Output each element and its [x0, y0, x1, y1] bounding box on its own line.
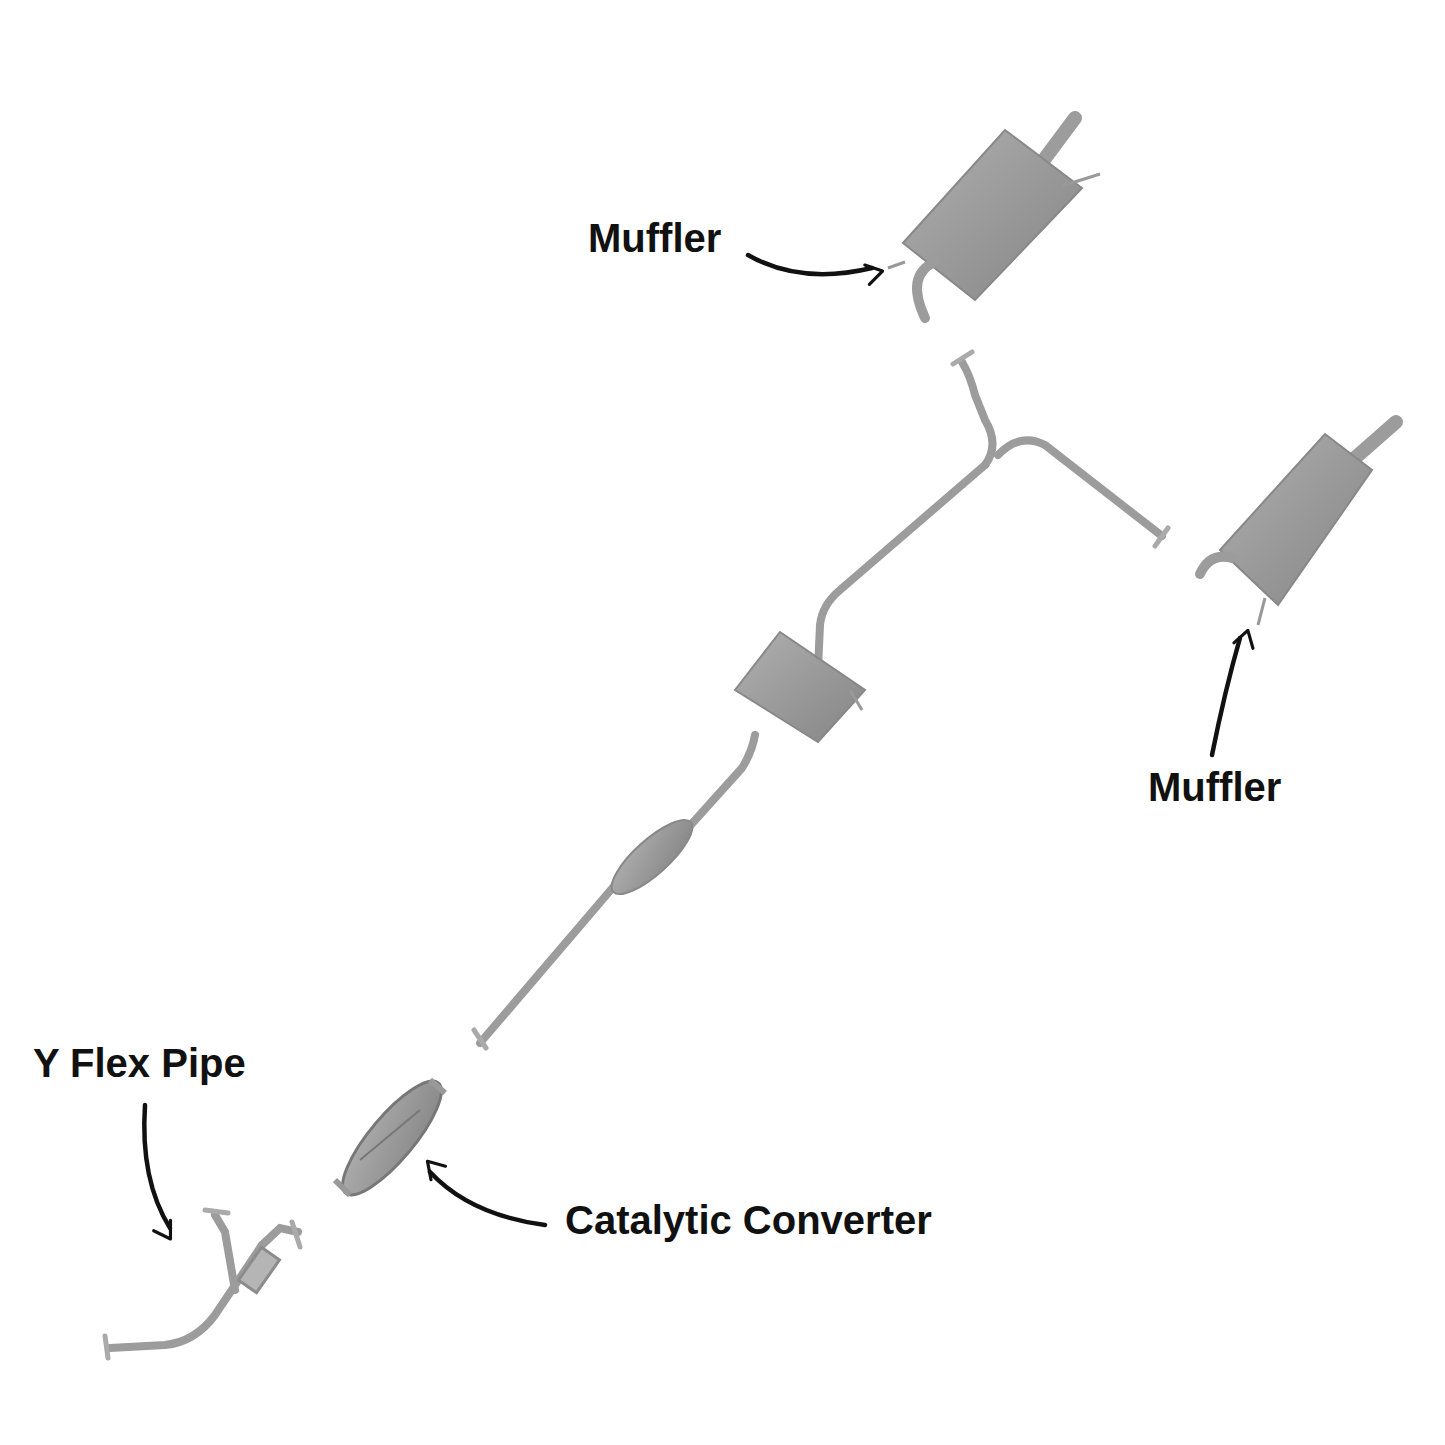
leader-arrows [144, 255, 1240, 1228]
part-label: Catalytic Converter [565, 1200, 932, 1240]
part-label: Y Flex Pipe [33, 1043, 246, 1083]
resonator [602, 810, 702, 905]
y-flex-pipe [105, 1210, 300, 1358]
rear-muffler-right [1200, 422, 1396, 625]
part-label: Muffler [588, 218, 721, 258]
center-muffler [735, 632, 865, 742]
catalytic-converter [329, 1069, 455, 1208]
rear-muffler-top [888, 118, 1100, 318]
part-label: Muffler [1148, 767, 1281, 807]
intermediate-pipe [474, 352, 1168, 1048]
